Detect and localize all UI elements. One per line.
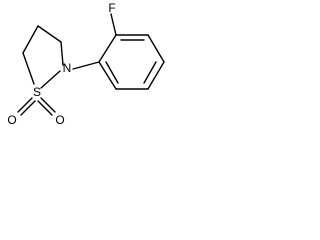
- aryl-bond-4: [147, 61, 165, 90]
- aryl-bond-3: [147, 34, 165, 63]
- aryl-double-3: [105, 61, 119, 84]
- bond-c3-n: [60, 41, 64, 66]
- bond-c2-c3: [37, 25, 62, 43]
- bond-s-o-right-b: [37, 100, 53, 116]
- bond-s-o-left-a: [17, 97, 33, 113]
- aryl-double-2: [143, 61, 157, 84]
- bond-s-c1: [22, 52, 35, 85]
- atom-oxygen-left: O: [7, 113, 16, 127]
- bond-n-s: [40, 70, 61, 89]
- bond-c1-c2: [22, 25, 39, 54]
- bond-c-f: [110, 13, 117, 36]
- atom-sulfur: S: [33, 85, 41, 99]
- atom-oxygen-right: O: [55, 113, 64, 127]
- aryl-bond-1: [98, 34, 117, 63]
- molecule-structure: F N S O O: [7, 1, 165, 127]
- atom-nitrogen: N: [63, 61, 72, 75]
- bond-s-o-left-b: [20, 100, 36, 116]
- atom-fluorine: F: [108, 1, 115, 15]
- bond-n-aryl: [72, 61, 100, 70]
- bond-s-o-right-a: [40, 97, 56, 113]
- aryl-bond-6: [98, 61, 117, 90]
